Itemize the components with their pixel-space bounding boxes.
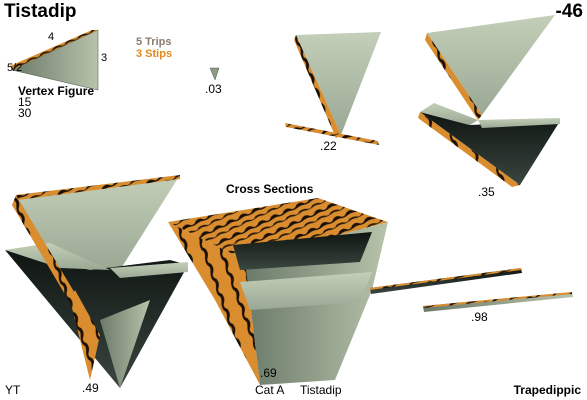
footer-name-label: Tistadip	[300, 383, 342, 397]
section-label-022: .22	[320, 139, 337, 153]
section-label-049: .49	[82, 381, 99, 395]
section-003-shape	[209, 67, 220, 81]
section-label-003: .03	[205, 82, 222, 96]
section-049-shape	[5, 175, 188, 388]
footer-left-label: YT	[5, 383, 21, 397]
vertex-edge-top-label: 4	[48, 31, 55, 43]
vertex-figure	[10, 29, 99, 91]
section-035-shape	[418, 15, 560, 187]
vertex-edge-right-label: 3	[101, 52, 108, 64]
cross-sections-label: Cross Sections	[226, 182, 314, 196]
polyhedron-title: Tistadip	[4, 1, 77, 22]
section-098-shape	[370, 268, 573, 312]
vertex-figure-label: Vertex Figure	[18, 84, 95, 98]
section-069-shape	[168, 198, 388, 385]
stips-label: 3 Stips	[136, 48, 173, 60]
section-022-shape	[285, 32, 381, 145]
vertex-count-a: 15	[18, 95, 32, 109]
polyhedron-number: -46	[555, 1, 583, 22]
vertex-left-label: 5/2	[7, 62, 23, 74]
footer-family-label: Trapedippic	[513, 383, 581, 397]
section-label-098: .98	[471, 310, 488, 324]
footer-category-label: Cat A	[255, 383, 285, 397]
trips-label: 5 Trips	[136, 36, 172, 48]
section-label-035: .35	[478, 185, 495, 199]
vertex-count-b: 30	[18, 106, 32, 120]
section-label-069: .69	[260, 366, 277, 380]
